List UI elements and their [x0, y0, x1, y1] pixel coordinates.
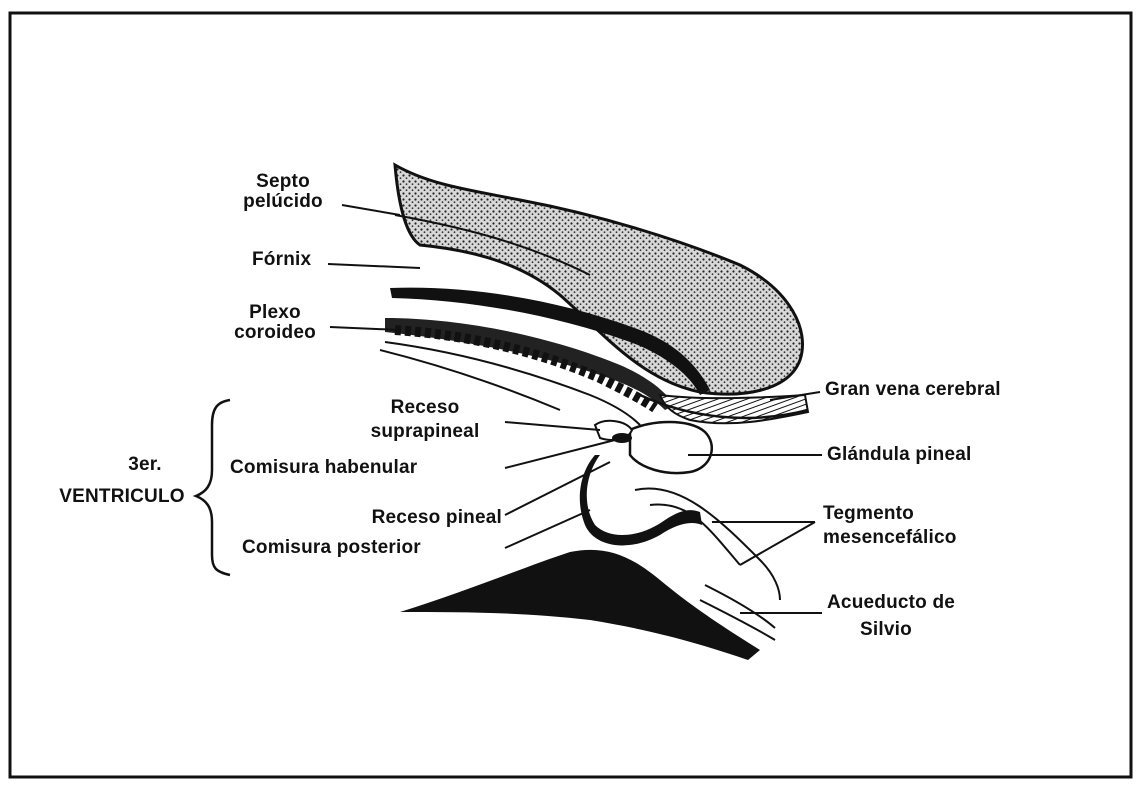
label-tegmento-line1: Tegmento — [823, 504, 914, 524]
label-acueducto-line2: Silvio — [860, 620, 912, 640]
leader-tegmento-b — [740, 522, 815, 565]
label-comisura-habenular: Comisura habenular — [230, 458, 417, 478]
label-gran-vena: Gran vena cerebral — [825, 380, 1001, 400]
leader-septo — [342, 205, 400, 215]
label-ventriculo-line2: VENTRICULO — [42, 487, 202, 507]
habenular-commissure — [612, 433, 632, 443]
label-receso-pineal: Receso pineal — [290, 508, 502, 528]
label-glandula-pineal: Glándula pineal — [827, 445, 971, 465]
label-fornix: Fórnix — [252, 250, 311, 270]
label-septo-line2: pelúcido — [238, 192, 328, 212]
label-comisura-posterior: Comisura posterior — [242, 538, 421, 558]
leader-receso-supra — [505, 422, 600, 430]
leader-habenular — [505, 440, 615, 468]
leader-fornix — [328, 264, 420, 268]
label-receso-supra-line1: Receso — [345, 398, 505, 418]
label-tegmento-line2: mesencefálico — [823, 528, 957, 548]
label-receso-supra-line2: suprapineal — [345, 422, 505, 442]
label-ventriculo-line1: 3er. — [90, 455, 200, 475]
label-plexo-line2: coroideo — [225, 323, 325, 343]
label-acueducto-line1: Acueducto de — [827, 593, 955, 613]
leader-posterior — [505, 510, 590, 548]
pineal-gland — [630, 422, 712, 473]
label-plexo-line1: Plexo — [225, 303, 325, 323]
label-septo-line1: Septo — [238, 172, 328, 192]
pineal-recess — [603, 458, 612, 515]
leader-receso-pineal — [505, 462, 610, 515]
mesencephalon-mass — [400, 550, 760, 660]
